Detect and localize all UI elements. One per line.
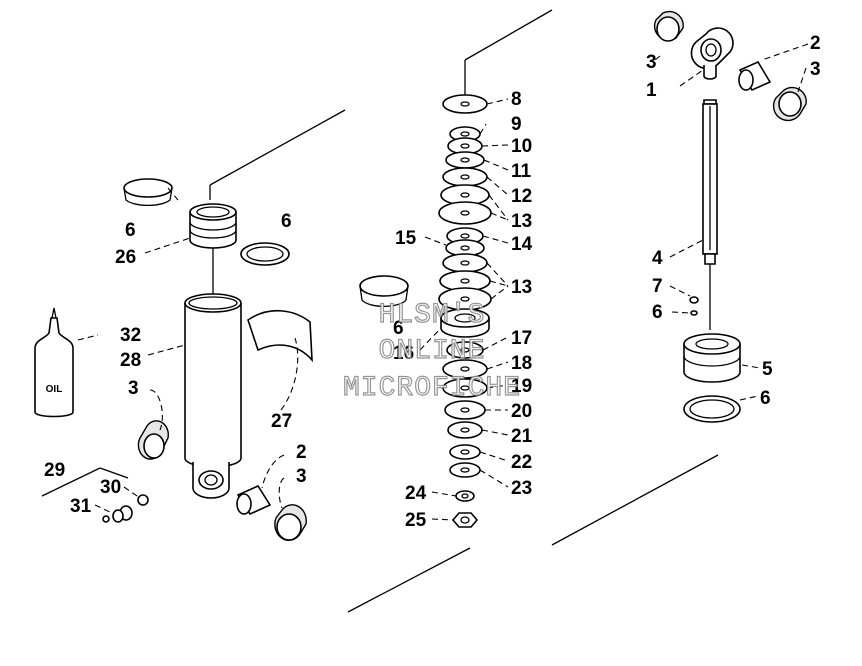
callout-7: 7 — [652, 276, 663, 297]
callout-2: 2 — [810, 33, 821, 54]
nut-part-25 — [451, 512, 479, 528]
washer-part-24 — [455, 490, 475, 502]
bushing-part-3-top-right — [772, 86, 807, 122]
valve-stack — [359, 94, 509, 528]
washer-part-11 — [445, 151, 485, 169]
washer-part-6-small — [690, 310, 698, 316]
watermark: HLSM'S ONLINE MICROFICHE — [342, 299, 521, 404]
cylinder-eye — [192, 462, 230, 499]
callout-32: 32 — [120, 325, 141, 346]
callout-27: 27 — [271, 411, 292, 432]
callout-29: 29 — [44, 460, 65, 481]
shaft-part-4 — [702, 99, 718, 265]
bushing-part-3-left — [137, 420, 170, 460]
label-sleeve-part-27 — [247, 309, 313, 363]
shaft-assembly — [653, 10, 809, 423]
ring-part-6-center — [359, 275, 409, 307]
callout-3: 3 — [810, 59, 821, 80]
callout-3: 3 — [296, 466, 307, 487]
washer-part-17 — [446, 341, 484, 359]
callout-26: 26 — [115, 247, 136, 268]
reference-lines — [209, 9, 719, 613]
callout-20: 20 — [511, 401, 532, 422]
callout-2: 2 — [296, 442, 307, 463]
ring-part-6-upper — [123, 178, 173, 207]
callout-3: 3 — [128, 378, 139, 399]
washer-part-20 — [444, 400, 486, 420]
callout-10: 10 — [511, 136, 532, 157]
callout-13: 13 — [511, 277, 532, 298]
shock-body-assembly: OIL — [34, 178, 313, 541]
callout-11: 11 — [511, 161, 532, 182]
cylinder-part-28 — [184, 293, 242, 468]
callout-6: 6 — [652, 302, 663, 323]
callout-17: 17 — [511, 328, 532, 349]
washer-part-13-upper — [438, 184, 492, 225]
callout-16: 16 — [393, 343, 414, 364]
callout-6: 6 — [125, 220, 136, 241]
callout-31: 31 — [70, 496, 92, 517]
callout-9: 9 — [511, 114, 522, 135]
eye-part-1 — [690, 27, 734, 80]
sleeve-part-2-right — [738, 60, 772, 92]
screw-part-7 — [689, 296, 699, 304]
fittings-part-29-30-31 — [102, 494, 149, 523]
callout-4: 4 — [652, 248, 663, 269]
washer-part-13-lower — [438, 253, 492, 311]
piston-part-26 — [189, 203, 237, 249]
watermark-line-1: HLSM'S — [379, 300, 486, 331]
watermark-line-3: MICROFICHE — [343, 373, 521, 404]
washer-part-22 — [449, 444, 481, 460]
callout-labels: 3 1 2 3 4 7 6 5 6 8 9 10 11 12 13 14 15 … — [44, 33, 821, 531]
washer-part-21 — [447, 421, 483, 439]
callout-30: 30 — [100, 477, 121, 498]
oil-bottle-part-32: OIL — [34, 307, 74, 418]
callout-15: 15 — [395, 228, 417, 249]
ring-part-6-right — [683, 395, 741, 423]
callout-22: 22 — [511, 452, 532, 473]
callout-3: 3 — [646, 52, 657, 73]
callout-18: 18 — [511, 353, 532, 374]
callout-23: 23 — [511, 478, 532, 499]
washer-part-8 — [442, 94, 488, 114]
bushing-part-3-right — [274, 504, 307, 541]
callout-6: 6 — [760, 388, 771, 409]
callout-14: 14 — [511, 234, 533, 255]
callout-21: 21 — [511, 426, 533, 447]
ring-part-6-side — [240, 242, 290, 266]
callout-5: 5 — [762, 359, 773, 380]
callout-1: 1 — [646, 80, 657, 101]
washer-part-18 — [442, 359, 488, 379]
callout-6: 6 — [393, 318, 404, 339]
callout-28: 28 — [120, 350, 141, 371]
callout-8: 8 — [511, 89, 522, 110]
piston-part-16 — [440, 308, 490, 338]
watermark-line-2: ONLINE — [379, 336, 486, 367]
callout-6: 6 — [281, 211, 292, 232]
bracket-part-29 — [41, 467, 129, 497]
bottle-label: OIL — [46, 384, 63, 395]
callout-25: 25 — [405, 510, 427, 531]
callout-12: 12 — [511, 186, 532, 207]
sleeve-part-2-left — [236, 484, 272, 516]
cap-part-5 — [683, 333, 741, 383]
bushing-part-3-top-left — [653, 10, 684, 42]
washer-part-12 — [442, 167, 488, 187]
washer-part-23 — [449, 462, 481, 478]
callout-24: 24 — [405, 483, 427, 504]
callout-13: 13 — [511, 211, 532, 232]
callout-19: 19 — [511, 376, 532, 397]
